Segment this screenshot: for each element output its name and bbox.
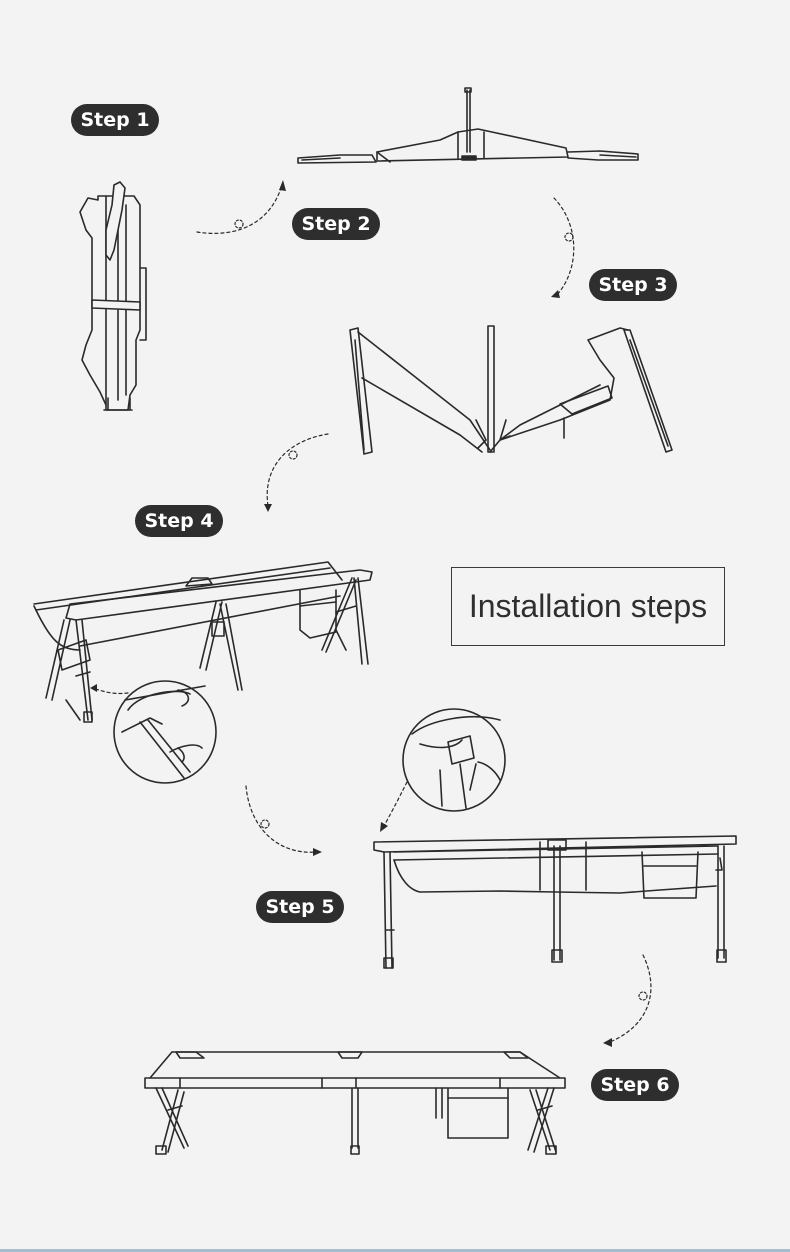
step-4-label: Step 4 (135, 505, 223, 537)
step-1-label: Step 1 (71, 104, 159, 136)
raised-frame-illustration (349, 325, 673, 455)
step-6-label: Step 6 (591, 1069, 679, 1101)
detail-circle-strap (402, 708, 506, 812)
arrow-icon (91, 687, 129, 695)
title-box: Installation steps (451, 567, 725, 646)
detail-circle-joint-lock (113, 680, 217, 784)
bottom-divider (0, 1249, 790, 1252)
step-5-label: Step 5 (256, 891, 344, 923)
arrow-icon (245, 785, 317, 853)
arrow-icon (609, 954, 652, 1043)
step-3-label: Step 3 (589, 269, 677, 301)
page-title: Installation steps (468, 588, 708, 624)
cot-with-x-legs-illustration (33, 561, 373, 723)
arrow-icon (383, 781, 408, 827)
cot-side-view-illustration (373, 835, 737, 969)
arrow-icon (553, 197, 575, 297)
flat-frame-illustration (297, 87, 639, 164)
step-2-label: Step 2 (292, 208, 380, 240)
arrow-icon (266, 433, 329, 507)
folded-cot-illustration (79, 181, 147, 411)
arrow-icon (196, 184, 283, 234)
assembled-cot-illustration (144, 1051, 566, 1155)
